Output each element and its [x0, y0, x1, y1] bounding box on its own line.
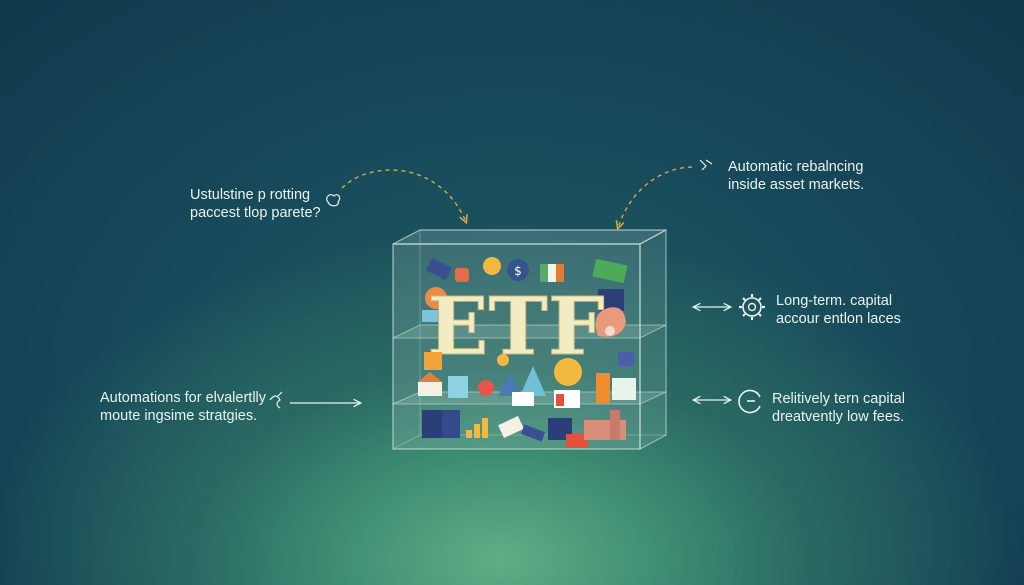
label-line: paccest tlop parete?	[190, 205, 321, 221]
refresh-icon	[738, 389, 761, 414]
label-top-left: Ustulstine p rotting paccest tlop parete…	[190, 186, 321, 222]
etf-title: ETF	[427, 279, 604, 373]
label-line: inside asset markets.	[728, 177, 865, 193]
label-line: Automatic rebalncing	[728, 159, 864, 175]
label-line: Relitively tern capital	[772, 391, 905, 407]
label-top-right: Automatic rebalncing inside asset market…	[728, 158, 864, 194]
cube-items: $ ETF	[418, 257, 636, 448]
label-line: Automations for elvalertlly	[100, 390, 267, 406]
label-line: Ustulstine p rotting	[190, 187, 311, 203]
svg-text:$: $	[514, 264, 522, 278]
doodle-icon	[269, 391, 283, 409]
gear-icon	[739, 294, 765, 320]
label-line: Long-term. capital	[776, 293, 893, 309]
arrow-top-left	[341, 169, 466, 222]
label-bottom-left: Automations for elvalertlly moute ingsim…	[100, 389, 266, 425]
arrow-top-right	[618, 166, 693, 228]
label-line: moute ingsime stratgies.	[100, 408, 258, 424]
label-mid-right: Long-term. capital accour entlon laces	[776, 292, 901, 328]
label-bottom-right: Relitively tern capital dreatvently low …	[772, 390, 905, 426]
label-line: dreatvently low fees.	[772, 409, 905, 425]
label-line: accour entlon laces	[776, 311, 901, 327]
doodle-icon	[326, 194, 341, 207]
doodle-icon	[699, 159, 713, 171]
